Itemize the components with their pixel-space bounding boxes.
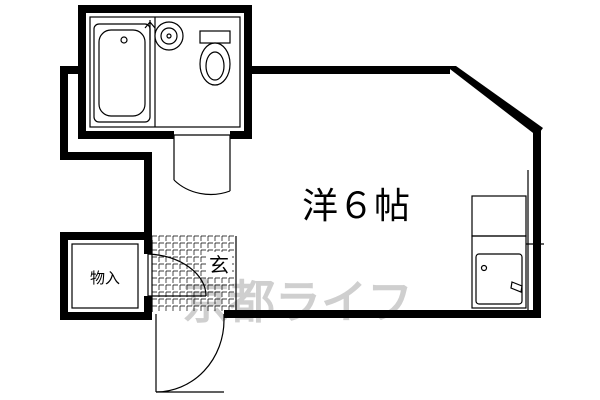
storage-door-icon <box>147 253 207 297</box>
sink-icon <box>154 21 184 51</box>
toilet-icon <box>199 30 231 86</box>
room-label-storage: 物入 <box>90 269 120 287</box>
kitchen <box>471 170 544 310</box>
storage-outline <box>71 243 139 309</box>
kitchen-faucet-icon <box>510 281 523 293</box>
entrance-label-bg <box>206 252 232 276</box>
room-label-entrance: 玄 <box>209 253 229 277</box>
unit-bath <box>89 16 241 128</box>
bathtub-icon <box>93 23 151 123</box>
kitchen-sink-icon <box>475 253 523 305</box>
room-label-main: 洋６帖 <box>302 186 410 227</box>
bath-door-icon <box>173 134 231 196</box>
entrance-boundary <box>151 236 237 312</box>
walls <box>60 5 543 320</box>
entrance-door-icon <box>155 314 225 393</box>
faucet-icon <box>144 20 156 40</box>
watermark-text: 京都ライフ <box>183 275 413 329</box>
